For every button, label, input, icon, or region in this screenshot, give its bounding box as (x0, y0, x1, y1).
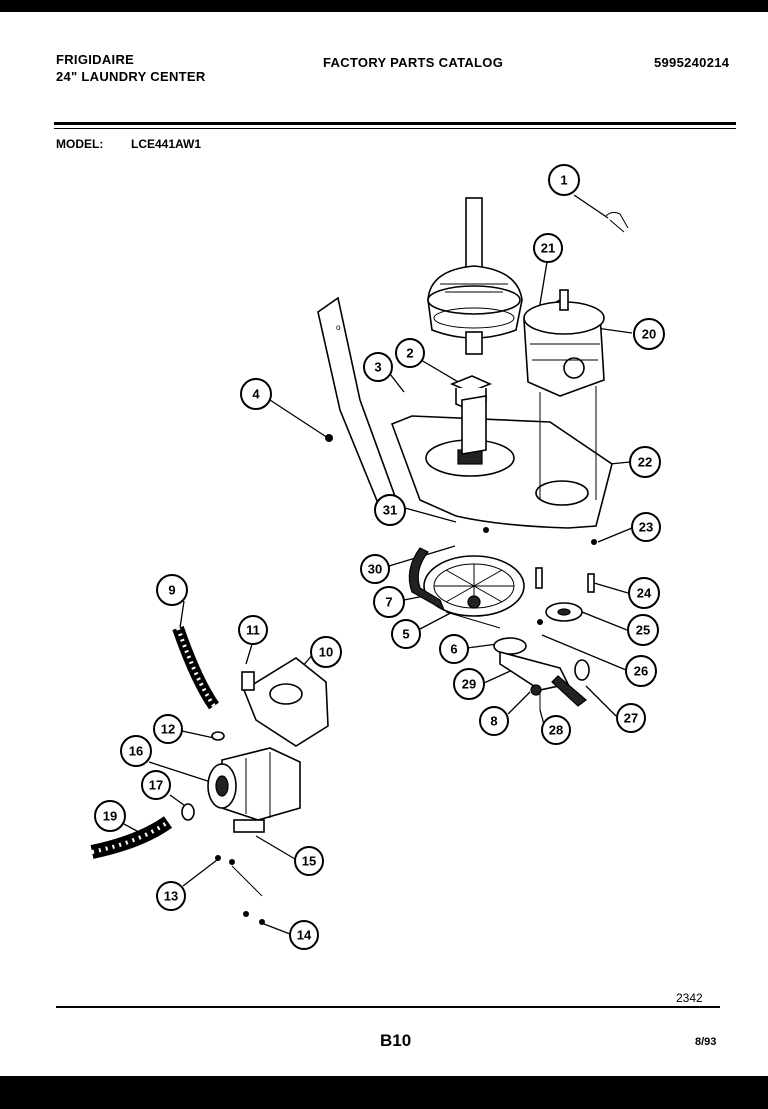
callout-25: 25 (627, 614, 659, 646)
svg-text:14: 14 (297, 928, 312, 943)
callout-22: 22 (629, 446, 661, 478)
svg-text:6: 6 (450, 642, 457, 657)
callout-26: 26 (625, 655, 657, 687)
top-border-bar (0, 0, 768, 12)
svg-text:25: 25 (636, 623, 650, 638)
callout-31: 31 (374, 494, 406, 526)
callout-7: 7 (373, 586, 405, 618)
drain-hose (90, 803, 195, 859)
svg-text:20: 20 (642, 327, 656, 342)
svg-text:29: 29 (462, 677, 476, 692)
drive-pulley (408, 547, 525, 629)
callout-6: 6 (439, 634, 469, 664)
svg-text:1: 1 (560, 173, 567, 188)
callout-19: 19 (94, 800, 126, 832)
callout-13: 13 (156, 881, 186, 911)
svg-text:15: 15 (302, 854, 316, 869)
svg-text:28: 28 (549, 723, 563, 738)
header-rule-thick (54, 122, 736, 125)
motor-assembly (523, 289, 605, 500)
svg-text:11: 11 (246, 623, 260, 638)
svg-text:5: 5 (402, 627, 409, 642)
catalog-number: 5995240214 (654, 55, 730, 70)
footer-rule (56, 1006, 720, 1008)
brand-name: FRIGIDAIRE (56, 52, 135, 67)
callout-14: 14 (289, 920, 319, 950)
svg-text:7: 7 (385, 595, 392, 610)
callout-24: 24 (628, 577, 660, 609)
idler-assembly (483, 527, 597, 710)
bottom-border-bar (0, 1076, 768, 1109)
callout-1: 1 (548, 164, 580, 196)
header-rule-thin (54, 128, 736, 129)
svg-text:12: 12 (161, 722, 175, 737)
svg-text:9: 9 (168, 583, 175, 598)
callout-8: 8 (479, 706, 509, 736)
callout-21: 21 (533, 233, 563, 263)
callout-20: 20 (633, 318, 665, 350)
svg-text:21: 21 (541, 241, 555, 256)
svg-text:30: 30 (368, 562, 382, 577)
callout-3: 3 (363, 352, 393, 382)
callout-5: 5 (391, 619, 421, 649)
callout-4: 4 (240, 378, 272, 410)
svg-text:23: 23 (639, 520, 653, 535)
catalog-date: 8/93 (695, 1036, 717, 1048)
svg-text:22: 22 (638, 455, 652, 470)
callout-16: 16 (120, 735, 152, 767)
product-name: 24" LAUNDRY CENTER (56, 69, 206, 84)
callout-30: 30 (360, 554, 390, 584)
svg-text:10: 10 (319, 645, 333, 660)
callout-27: 27 (616, 703, 646, 733)
side-bracket: o (317, 296, 401, 520)
callout-12: 12 (153, 714, 183, 744)
drawing-number: 2342 (676, 991, 703, 1005)
catalog-title: FACTORY PARTS CATALOG (323, 55, 504, 70)
svg-text:27: 27 (624, 711, 638, 726)
callout-2: 2 (395, 338, 425, 368)
callout-11: 11 (238, 615, 268, 645)
callout-15: 15 (294, 846, 324, 876)
callout-23: 23 (631, 512, 661, 542)
callout-9: 9 (156, 574, 188, 606)
svg-text:2: 2 (406, 346, 413, 361)
svg-text:19: 19 (103, 809, 117, 824)
clip-part (605, 211, 629, 233)
transmission-assembly (427, 197, 523, 355)
svg-text:8: 8 (490, 714, 497, 729)
model-label: MODEL: (56, 137, 104, 151)
svg-text:16: 16 (129, 744, 143, 759)
svg-text:17: 17 (149, 778, 163, 793)
base-plate (390, 395, 613, 529)
inlet-hose (172, 626, 219, 710)
svg-text:3: 3 (374, 360, 381, 375)
model-number: LCE441AW1 (131, 137, 202, 151)
svg-text:31: 31 (383, 503, 397, 518)
screws (215, 855, 265, 925)
callout-17: 17 (141, 770, 171, 800)
page-number: B10 (380, 1031, 412, 1050)
svg-text:o: o (336, 323, 341, 332)
callout-29: 29 (453, 668, 485, 700)
callout-28: 28 (541, 715, 571, 745)
svg-text:13: 13 (164, 889, 178, 904)
svg-text:26: 26 (634, 664, 648, 679)
svg-text:24: 24 (637, 586, 652, 601)
callout-10: 10 (310, 636, 342, 668)
pump-assembly (207, 657, 329, 833)
svg-text:4: 4 (252, 387, 260, 402)
